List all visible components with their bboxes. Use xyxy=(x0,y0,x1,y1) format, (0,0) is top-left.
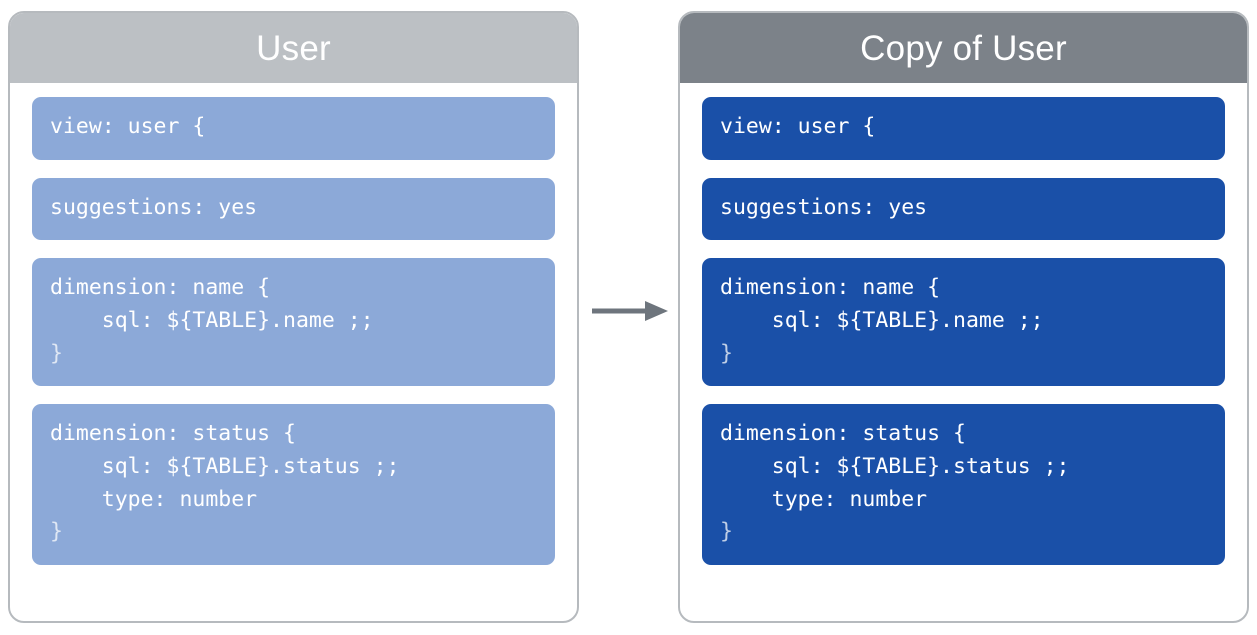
code-block-dimension-status: dimension: status { sql: ${TABLE}.status… xyxy=(32,404,555,566)
code-block-view-declaration: view: user { xyxy=(32,97,555,160)
code-line: dimension: name { xyxy=(50,275,271,301)
code-line: dimension: name { xyxy=(720,275,941,301)
code-line: } xyxy=(720,340,733,366)
code-block-dimension-name: dimension: name { sql: ${TABLE}.name ;; … xyxy=(702,258,1225,387)
panel-header-copy: Copy of User xyxy=(680,13,1247,83)
page-title-source: User xyxy=(256,28,331,68)
panel-source-view: User view: user { suggestions: yes dimen… xyxy=(8,11,579,623)
page-title-copy: Copy of User xyxy=(860,28,1067,68)
code-line: } xyxy=(720,519,733,545)
code-line: dimension: status { xyxy=(50,421,296,447)
arrow-right-icon xyxy=(591,296,671,326)
code-block-suggestions-parameter: suggestions: yes xyxy=(32,177,555,241)
code-line: sql: ${TABLE}.name ;; xyxy=(720,308,1044,334)
code-line: sql: ${TABLE}.status ;; xyxy=(720,454,1070,480)
code-block-view-declaration: view: user { xyxy=(702,97,1225,160)
arrow-right-glyph xyxy=(592,301,668,321)
code-line: } xyxy=(50,519,63,545)
code-block-dimension-name: dimension: name { sql: ${TABLE}.name ;; … xyxy=(32,258,555,387)
code-line: view: user { xyxy=(50,114,206,139)
code-block-dimension-status: dimension: status { sql: ${TABLE}.status… xyxy=(702,404,1225,566)
code-line: } xyxy=(50,340,63,366)
code-block-suggestions-parameter: suggestions: yes xyxy=(702,177,1225,241)
code-line: suggestions: yes xyxy=(50,194,258,220)
code-line: sql: ${TABLE}.status ;; xyxy=(50,454,400,480)
panel-copied-view: Copy of User view: user { suggestions: y… xyxy=(678,11,1249,623)
code-line: dimension: status { xyxy=(720,421,966,447)
code-line: type: number xyxy=(50,486,258,512)
code-line: type: number xyxy=(720,486,928,512)
panel-body-source: view: user { suggestions: yes dimension:… xyxy=(10,83,577,583)
code-line: sql: ${TABLE}.name ;; xyxy=(50,308,374,334)
panel-body-copy: view: user { suggestions: yes dimension:… xyxy=(680,83,1247,583)
code-line: suggestions: yes xyxy=(720,194,928,220)
panel-header-source: User xyxy=(10,13,577,83)
code-line: view: user { xyxy=(720,114,876,139)
